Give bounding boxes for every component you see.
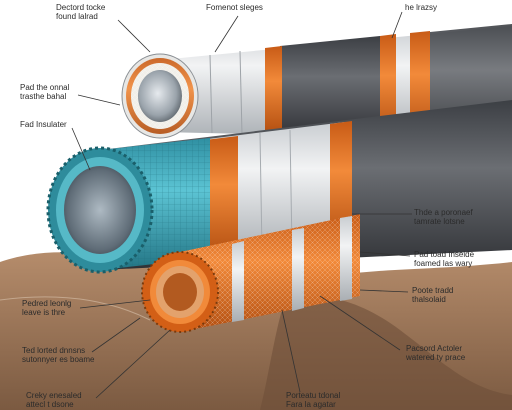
- callout-left-middle: Fad Insulater: [20, 120, 67, 129]
- middle-pipe: [46, 100, 512, 274]
- callout-top-right: he lrazsy: [405, 3, 438, 12]
- callout-top-center: Fomenot sleges: [206, 3, 263, 12]
- soil-trench: [260, 296, 512, 410]
- lower-pipe: [141, 214, 360, 333]
- leader-lines: [71, 11, 412, 399]
